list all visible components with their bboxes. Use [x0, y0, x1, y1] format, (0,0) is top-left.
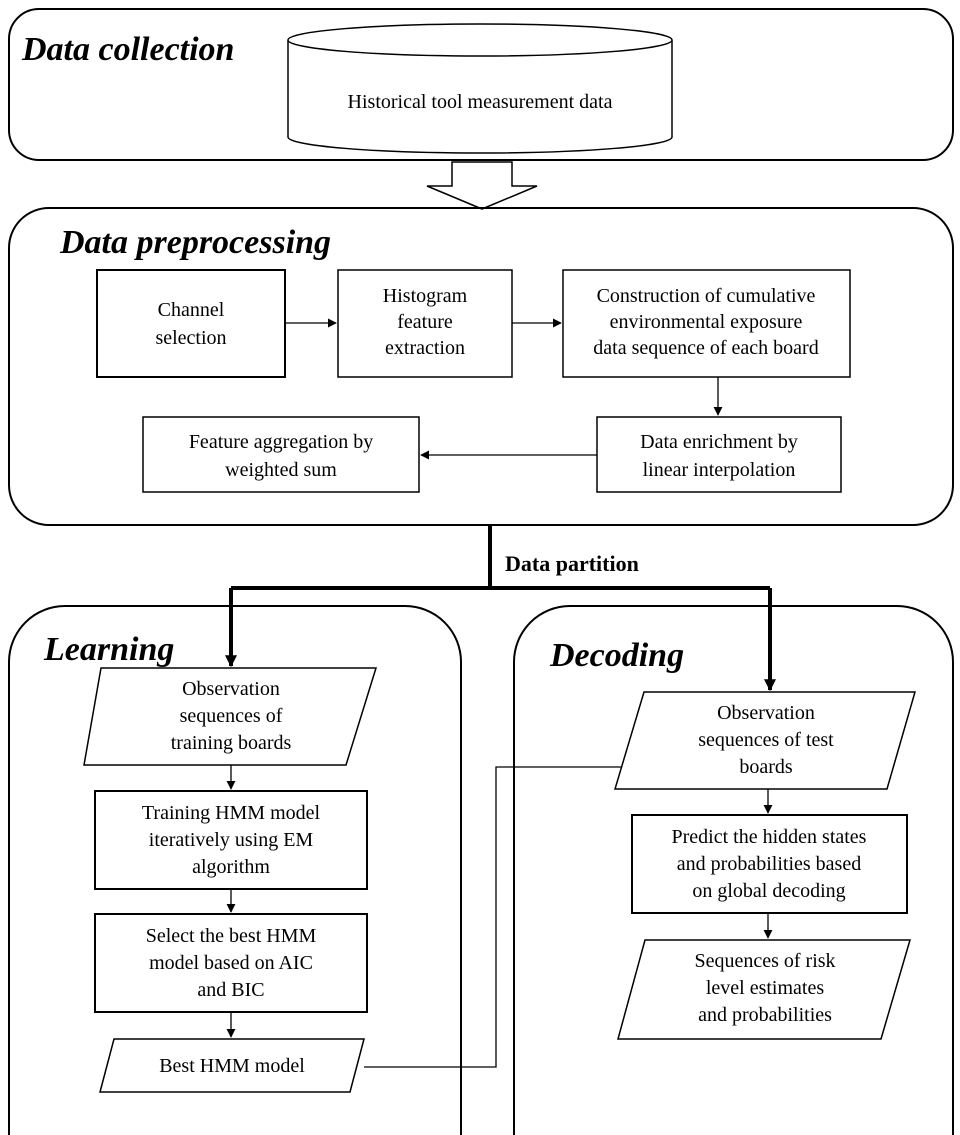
risk-sequences-line-2: level estimates	[706, 977, 825, 999]
predict-line-1: Predict the hidden states	[672, 826, 867, 848]
risk-sequences-box	[617, 939, 912, 1040]
data-partition-connector	[225, 525, 776, 692]
predict-line-3: on global decoding	[692, 880, 845, 902]
database-label: Historical tool measurement data	[348, 91, 613, 113]
database-cylinder	[287, 23, 673, 154]
learning-observation-box	[83, 667, 378, 766]
predict-line-2: and probabilities based	[677, 853, 861, 875]
construction-line-2: environmental exposure	[610, 311, 803, 333]
best-model-label: Best HMM model	[159, 1055, 305, 1077]
aggregation-line-1: Feature aggregation by	[189, 431, 373, 453]
training-line-1: Training HMM model	[142, 802, 321, 824]
select-model-line-3: and BIC	[197, 979, 264, 1001]
channel-selection-line-2: selection	[155, 327, 226, 349]
predict-box	[631, 814, 908, 914]
select-model-box	[94, 913, 368, 1013]
select-model-line-1: Select the best HMM	[146, 925, 317, 947]
learning-title: Learning	[43, 631, 174, 668]
decoding-observation-line-3: boards	[739, 756, 793, 778]
data-preprocessing-section	[8, 207, 954, 526]
channel-selection-line-1: Channel	[158, 299, 225, 321]
decoding-observation-line-1: Observation	[717, 702, 815, 724]
decoding-title: Decoding	[549, 637, 684, 674]
enrichment-line-2: linear interpolation	[643, 459, 796, 481]
histogram-box	[337, 269, 513, 378]
data-collection-title: Data collection	[21, 31, 234, 68]
decoding-observation-box	[613, 691, 916, 790]
construction-box	[562, 269, 851, 378]
data-preprocessing-title: Data preprocessing	[59, 224, 331, 261]
training-box	[94, 790, 368, 890]
learning-section	[8, 605, 462, 1135]
select-model-line-2: model based on AIC	[149, 952, 313, 974]
training-line-3: algorithm	[192, 856, 270, 878]
risk-sequences-line-3: and probabilities	[698, 1004, 832, 1026]
histogram-line-3: extraction	[385, 337, 465, 359]
aggregation-box	[142, 416, 420, 493]
data-partition-label: Data partition	[505, 551, 639, 576]
training-line-2: iteratively using EM	[149, 829, 314, 851]
learning-observation-line-3: training boards	[171, 732, 292, 754]
risk-sequences-line-1: Sequences of risk	[694, 950, 835, 972]
learning-observation-line-1: Observation	[182, 678, 280, 700]
data-collection-section	[8, 8, 954, 161]
best-model-box	[99, 1038, 365, 1093]
construction-line-1: Construction of cumulative	[597, 285, 816, 307]
learning-observation-line-2: sequences of	[180, 705, 283, 727]
aggregation-line-2: weighted sum	[225, 459, 337, 481]
construction-line-3: data sequence of each board	[593, 337, 818, 359]
decoding-observation-line-2: sequences of test	[698, 729, 834, 751]
hollow-down-arrow	[426, 161, 538, 210]
decoding-section	[513, 605, 954, 1135]
channel-selection-box	[96, 269, 286, 378]
enrichment-box	[596, 416, 842, 493]
enrichment-line-1: Data enrichment by	[640, 431, 798, 453]
arrow-best-to-predict	[364, 762, 631, 1068]
histogram-line-1: Histogram	[383, 285, 468, 307]
histogram-line-2: feature	[397, 311, 453, 333]
